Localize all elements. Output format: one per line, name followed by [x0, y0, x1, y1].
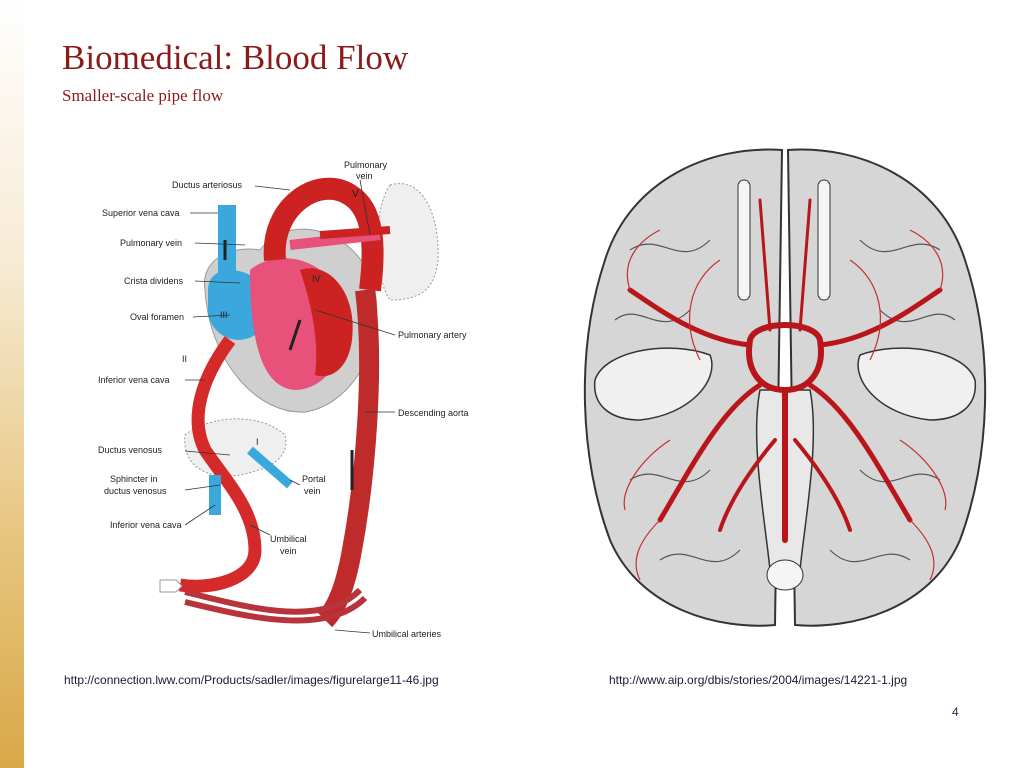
left-temporal-lobe: [594, 347, 713, 421]
label-ductus-arteriosus: Ductus arteriosus: [172, 180, 243, 190]
olfactory-tract-left: [737, 179, 751, 301]
brain-figure-caption[interactable]: http://www.aip.org/dbis/stories/2004/ima…: [609, 673, 908, 687]
label-sphincter-line1: Sphincter in: [110, 474, 158, 484]
umbilical-arteries-2: [184, 595, 368, 624]
label-portal-vein-2: vein: [304, 486, 321, 496]
cerebral-arteries: [627, 198, 943, 543]
label-oval-foramen: Oval foramen: [130, 312, 184, 322]
label-sphincter-line2: ductus venosus: [104, 486, 167, 496]
fetal-circulation-diagram: Ductus arteriosus Superior vena cava Pul…: [98, 160, 469, 639]
slide-subtitle: Smaller-scale pipe flow: [62, 86, 224, 105]
label-pulmonary-vein-top: Pulmonary: [344, 160, 388, 170]
label-umbilical-vein: Umbilical: [270, 534, 307, 544]
spinal-cord-section: [766, 559, 804, 591]
aortic-arch: [263, 177, 384, 292]
descending-aorta: [317, 288, 380, 628]
label-inferior-vena-cava-bottom: Inferior vena cava: [110, 520, 182, 530]
label-inferior-vena-cava-top: Inferior vena cava: [98, 375, 170, 385]
label-umbilical-vein-2: vein: [280, 546, 297, 556]
label-roman-iv: IV: [312, 274, 321, 284]
label-ductus-venosus: Ductus venosus: [98, 445, 163, 455]
umbilical-inlet-arrow: [159, 579, 183, 593]
label-umbilical-arteries: Umbilical arteries: [372, 629, 442, 639]
label-roman-iii: III: [220, 310, 228, 320]
small-arteries: [623, 229, 947, 581]
lung-shape: [377, 183, 439, 301]
label-crista-dividens: Crista dividens: [124, 276, 184, 286]
label-pulmonary-artery: Pulmonary artery: [398, 330, 467, 340]
superior-vena-cava: [218, 205, 236, 280]
right-atrium: [208, 270, 255, 340]
label-roman-v: V: [352, 189, 359, 200]
pulmonary-vein-branch: [319, 226, 391, 239]
label-superior-vena-cava: Superior vena cava: [102, 208, 180, 218]
label-pulmonary-vein-top-2: vein: [356, 171, 373, 181]
label-descending-aorta: Descending aorta: [398, 408, 469, 418]
label-roman-i: I: [256, 437, 259, 447]
pulmonary-branch: [289, 230, 381, 250]
right-temporal-lobe: [857, 347, 976, 421]
label-portal-vein: Portal: [302, 474, 326, 484]
flow-arrow: [288, 319, 302, 351]
olfactory-tract-right: [817, 179, 831, 301]
page-number: 4: [952, 705, 959, 719]
heart-figure-caption[interactable]: http://connection.lww.com/Products/sadle…: [64, 673, 439, 687]
label-roman-ii: II: [182, 354, 187, 364]
brain-arteries-diagram: [583, 148, 987, 627]
portal-vein: [247, 446, 293, 489]
leader-lines: [184, 179, 396, 634]
left-accent-bar: [0, 0, 24, 768]
label-pulmonary-vein: Pulmonary vein: [120, 238, 182, 248]
slide-title: Biomedical: Blood Flow: [62, 38, 409, 77]
umbilical-arteries: [184, 587, 363, 615]
inferior-vena-cava: [178, 336, 262, 593]
right-ventricle: [300, 268, 353, 377]
